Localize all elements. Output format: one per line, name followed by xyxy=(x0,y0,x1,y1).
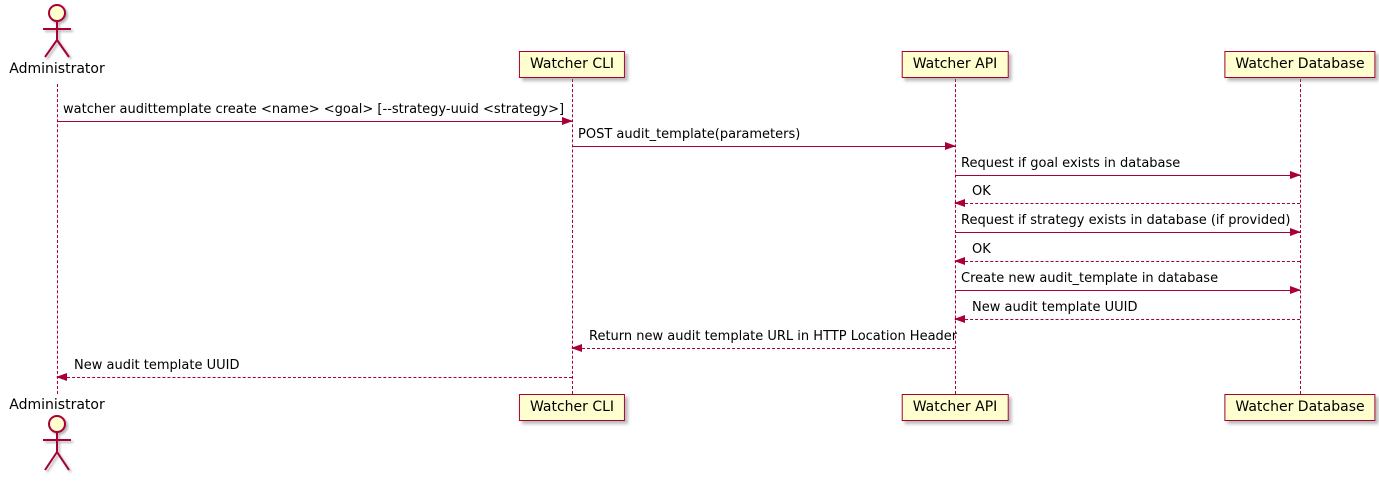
message-arrow-line xyxy=(572,146,955,147)
arrowhead xyxy=(56,373,67,381)
message-label: Request if strategy exists in database (… xyxy=(961,213,1291,228)
message-arrow-line xyxy=(955,261,1300,262)
message-label: watcher audittemplate create <name> <goa… xyxy=(63,102,565,117)
participant-label: Watcher CLI xyxy=(529,399,615,415)
lifeline-administrator xyxy=(57,84,58,394)
message-arrow-line xyxy=(955,203,1300,204)
arrowhead xyxy=(954,315,965,323)
participant-watcher-database-top: Watcher Database xyxy=(1224,51,1376,78)
message-label: OK xyxy=(972,242,991,257)
message-label: POST audit_template(parameters) xyxy=(578,127,801,142)
arrowhead xyxy=(1290,286,1301,294)
participant-label: Watcher CLI xyxy=(529,56,615,72)
participant-watcher-cli-top: Watcher CLI xyxy=(518,51,626,78)
actor-icon xyxy=(43,415,71,471)
message-label: New audit template UUID xyxy=(74,358,240,373)
arrowhead xyxy=(945,142,956,150)
actor-label: Administrator xyxy=(9,61,105,77)
participant-watcher-database-bottom: Watcher Database xyxy=(1224,394,1376,421)
arrowhead xyxy=(954,199,965,207)
message-arrow-line xyxy=(57,121,572,122)
message-arrow-line xyxy=(955,319,1300,320)
arrowhead xyxy=(571,344,582,352)
participant-label: Watcher API xyxy=(912,399,998,415)
participant-watcher-api-top: Watcher API xyxy=(901,51,1009,78)
arrowhead xyxy=(954,257,965,265)
arrowhead xyxy=(1290,228,1301,236)
message-arrow-line xyxy=(955,175,1300,176)
message-label: OK xyxy=(972,184,991,199)
lifeline-watcher-database xyxy=(1300,79,1301,394)
actor-administrator-bottom: Administrator xyxy=(0,397,114,475)
message-arrow-line xyxy=(955,290,1300,291)
participant-label: Watcher Database xyxy=(1235,399,1365,415)
actor-label: Administrator xyxy=(9,397,105,413)
message-arrow-line xyxy=(572,348,955,349)
lifeline-watcher-api xyxy=(955,79,956,394)
arrowhead xyxy=(1290,171,1301,179)
actor-administrator-top: Administrator xyxy=(0,3,114,77)
message-label: Request if goal exists in database xyxy=(961,156,1181,171)
lifeline-watcher-cli xyxy=(572,79,573,394)
participant-label: Watcher API xyxy=(912,56,998,72)
arrowhead xyxy=(562,117,573,125)
message-arrow-line xyxy=(955,232,1300,233)
participant-watcher-api-bottom: Watcher API xyxy=(901,394,1009,421)
participant-label: Watcher Database xyxy=(1235,56,1365,72)
participant-watcher-cli-bottom: Watcher CLI xyxy=(518,394,626,421)
message-arrow-line xyxy=(57,377,572,378)
actor-icon xyxy=(43,4,71,58)
message-label: New audit template UUID xyxy=(972,300,1138,315)
message-label: Return new audit template URL in HTTP Lo… xyxy=(589,329,958,344)
message-label: Create new audit_template in database xyxy=(961,271,1219,286)
